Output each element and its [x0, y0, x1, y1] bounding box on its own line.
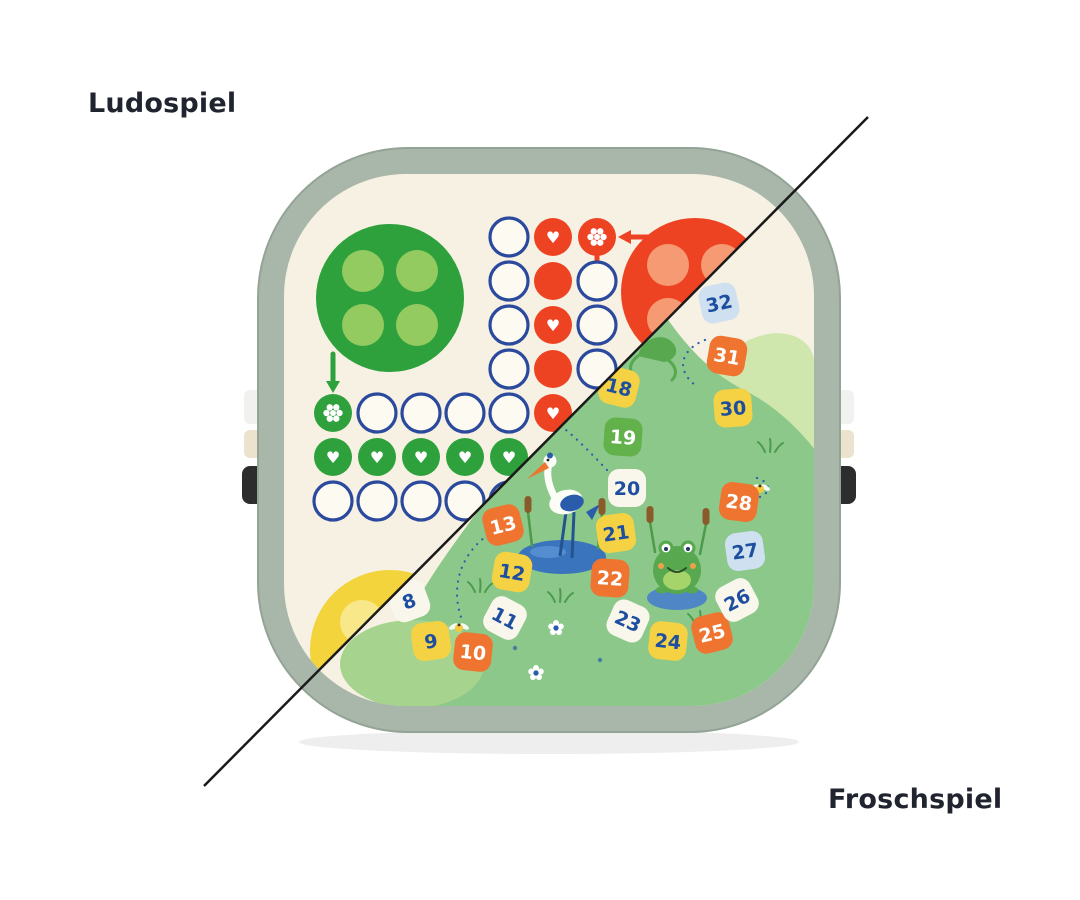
pond-highlight	[530, 546, 566, 558]
heart-symbol: ♥	[326, 448, 340, 467]
tile-shape	[595, 512, 637, 554]
heart-symbol: ♥	[546, 228, 560, 247]
flower-start-symbol	[323, 404, 343, 422]
tile-shape	[691, 612, 733, 654]
tile-30: 30	[713, 388, 753, 428]
tile-shape	[590, 558, 630, 598]
tile-25: 25	[691, 612, 733, 654]
tile-number: 20	[614, 478, 640, 500]
heart-symbol: ♥	[414, 448, 428, 467]
tile-22: 22	[590, 558, 630, 598]
blue-dot	[512, 645, 518, 651]
tile-21: 21	[595, 512, 637, 554]
tile-shape	[724, 530, 766, 572]
ludo-field-circle	[576, 304, 618, 346]
tile-28: 28	[718, 481, 760, 523]
tile-26: 26	[715, 578, 759, 622]
ludo-field-circle	[312, 480, 354, 522]
tile-number: 32	[704, 290, 734, 317]
tile-number: 19	[609, 426, 637, 450]
label-froschspiel: Froschspiel	[828, 784, 1003, 815]
tile-number: 22	[596, 567, 624, 591]
stork-icon	[527, 452, 600, 559]
tile-shape	[718, 481, 760, 523]
tile-9: 9	[410, 620, 452, 662]
heart-symbol: ♥	[458, 448, 472, 467]
tile-23: 23	[606, 599, 650, 643]
ludo-green-circle	[490, 438, 528, 476]
tile-shape	[706, 335, 748, 377]
tile-shape	[491, 551, 533, 593]
tile-shape	[603, 417, 643, 457]
tile-number: 30	[719, 397, 747, 421]
ludo-green-circle	[358, 438, 396, 476]
tile-13: 13	[482, 504, 524, 546]
tile-number: 10	[459, 641, 488, 666]
tile-shape	[483, 596, 527, 640]
label-ludospiel: Ludospiel	[88, 88, 237, 119]
ludo-circle-grid: ♥ ♥ ♥ ♥ ♥ ♥ ♥ ♥	[312, 216, 618, 522]
ludo-red-circle	[534, 306, 572, 344]
tile-shape	[410, 620, 452, 662]
tile-12: 12	[491, 551, 533, 593]
board-shadow	[299, 730, 799, 754]
ludo-red-circle	[534, 262, 572, 300]
tile-27: 27	[724, 530, 766, 572]
heart-symbol: ♥	[370, 448, 384, 467]
ludo-red-circle	[534, 350, 572, 388]
frog-character	[647, 540, 707, 610]
ludo-field-circle	[356, 480, 398, 522]
ludo-field-circle	[488, 216, 530, 258]
tile-number: 9	[423, 630, 439, 654]
heart-symbol: ♥	[546, 404, 560, 423]
ludo-field-circle	[488, 348, 530, 390]
tile-shape	[713, 388, 753, 428]
ludo-red-circle	[534, 394, 572, 432]
ludo-field-circle	[488, 304, 530, 346]
ludo-green-circle	[402, 438, 440, 476]
tile-11: 11	[483, 596, 527, 640]
tile-number: 28	[724, 490, 753, 515]
tile-number: 27	[731, 539, 760, 564]
tile-10: 10	[453, 632, 493, 672]
ludo-field-circle	[488, 392, 530, 434]
tile-shape	[482, 504, 524, 546]
ludo-field-circle	[444, 480, 486, 522]
tile-24: 24	[648, 621, 688, 661]
tile-31: 31	[706, 335, 748, 377]
ludo-red-circle	[534, 218, 572, 256]
green-start-arrow	[326, 351, 340, 393]
ludo-field-circle	[576, 348, 618, 390]
ludo-green-circle	[314, 438, 352, 476]
heart-symbol: ♥	[502, 448, 516, 467]
tile-number: 12	[497, 560, 527, 586]
tile-shape	[698, 282, 740, 324]
tile-number: 31	[712, 344, 742, 370]
tile-shape	[606, 599, 650, 643]
heart-symbol: ♥	[546, 316, 560, 335]
ludo-field-circle	[488, 260, 530, 302]
tile-shape	[608, 469, 646, 507]
tile-shape	[648, 621, 688, 661]
tile-32: 32	[698, 282, 740, 324]
ludo-field-circle	[356, 392, 398, 434]
tile-number: 24	[654, 630, 683, 655]
flower-start-symbol	[587, 228, 607, 246]
ludo-green-circle	[446, 438, 484, 476]
ludo-field-circle	[400, 392, 442, 434]
tile-shape	[715, 578, 759, 622]
tile-20: 20	[608, 469, 646, 507]
tile-shape	[453, 632, 493, 672]
blue-dot	[597, 657, 603, 663]
diagonal-divider	[203, 116, 869, 787]
ludo-field-circle	[444, 392, 486, 434]
ludo-field-circle	[400, 480, 442, 522]
ludo-home-green	[316, 224, 464, 372]
tile-number: 21	[602, 521, 631, 546]
tile-19: 19	[603, 417, 643, 457]
ludo-field-circle	[576, 260, 618, 302]
